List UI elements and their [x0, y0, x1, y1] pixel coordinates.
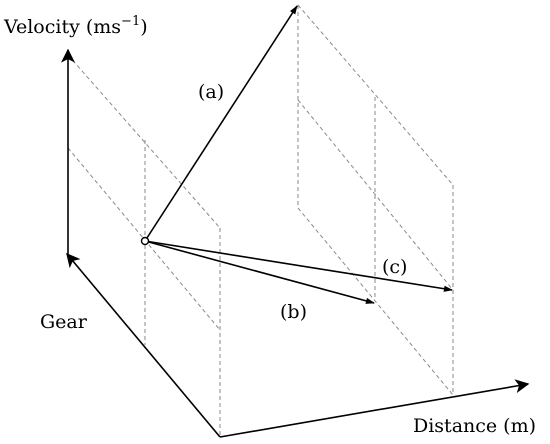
vector-c-label: (c) — [382, 256, 407, 278]
vectors — [140, 5, 453, 304]
vector-a-label: (a) — [198, 81, 224, 103]
vector-b-label: (b) — [280, 301, 307, 323]
vector-c — [144, 240, 453, 292]
velocity-axis-label: Velocity (ms−1) — [3, 14, 148, 38]
distance-axis-label: Distance (m) — [413, 415, 536, 437]
gear-axis-label: Gear — [40, 311, 88, 333]
axes — [61, 48, 530, 438]
vector-a — [144, 5, 298, 242]
gear-axis — [66, 252, 221, 438]
start-point — [140, 236, 150, 246]
vector-b — [144, 240, 375, 304]
plane-near — [67, 54, 221, 437]
plane-far — [297, 4, 454, 396]
distance-axis — [219, 379, 530, 438]
